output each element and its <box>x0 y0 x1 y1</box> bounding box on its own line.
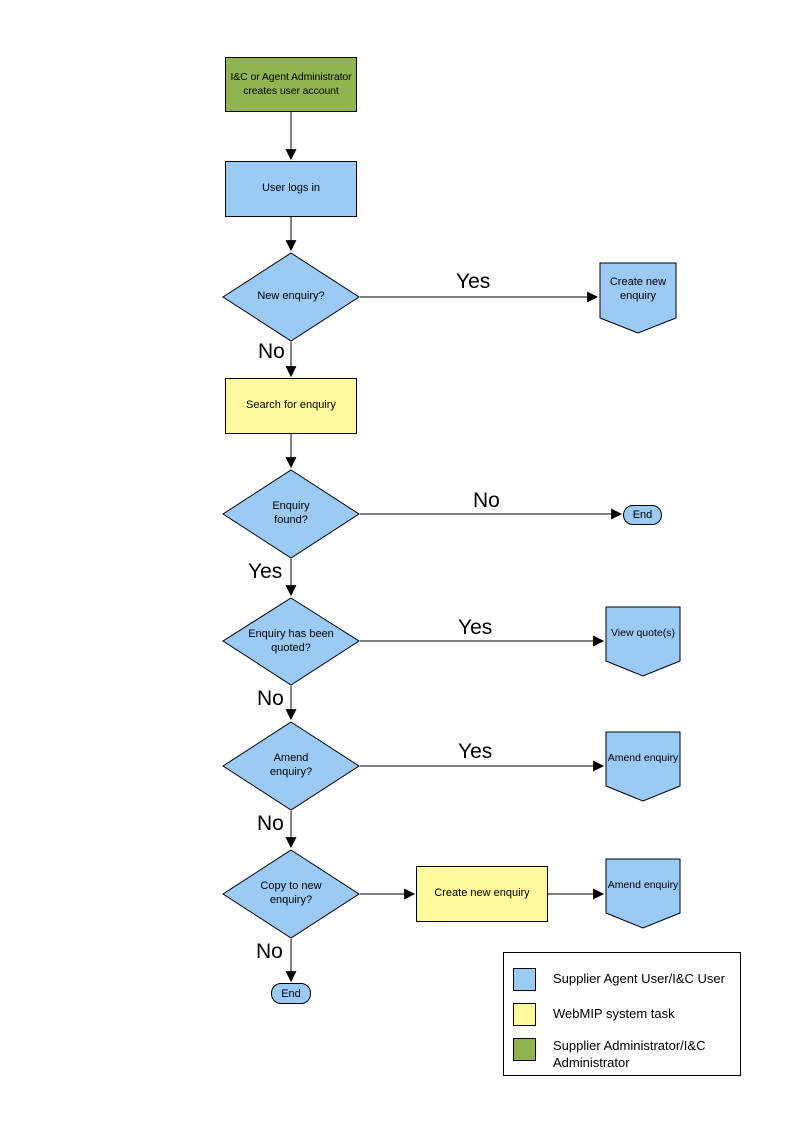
legend-label: WebMIP system task <box>553 1006 675 1022</box>
end-label: End <box>281 987 301 1000</box>
decision-label: New enquiry? <box>257 290 325 303</box>
process-user-logs-in: User logs in <box>225 161 357 217</box>
legend-label: Supplier Administrator/I&C Administrator <box>553 1038 706 1070</box>
process-label: Create new enquiry <box>434 887 530 900</box>
diamond-shape <box>222 469 360 559</box>
process-label: User logs in <box>261 182 321 195</box>
process-admin-creates-account: I&C or Agent Administrator creates user … <box>225 57 357 112</box>
end-terminator-bottom: End <box>271 983 311 1004</box>
terminal-label: Amend enquiry <box>607 879 679 892</box>
edge-label-no: No <box>258 340 285 363</box>
legend-item-system: WebMIP system task <box>513 1003 735 1026</box>
decision-amend-enquiry: Amend enquiry? <box>222 721 360 811</box>
terminal-label: View quote(s) <box>610 627 675 640</box>
legend-swatch-system <box>513 1003 536 1026</box>
terminal-view-quotes: View quote(s) <box>605 606 681 677</box>
decision-enquiry-quoted: Enquiry has been quoted? <box>222 597 360 686</box>
decision-label: Enquiry has been quoted? <box>248 627 334 654</box>
legend-label: Supplier Agent User/I&C User <box>553 971 725 987</box>
process-label: Search for enquiry <box>246 399 336 412</box>
diamond-shape <box>222 252 360 342</box>
decision-label: Enquiry found? <box>272 500 310 526</box>
legend: Supplier Agent User/I&C User WebMIP syst… <box>503 952 741 1076</box>
terminal-label: Create new enquiry <box>609 276 667 303</box>
edge-label-no: No <box>256 940 283 963</box>
pentagon-shape <box>605 858 681 929</box>
process-label: I&C or Agent Administrator creates user … <box>230 71 352 97</box>
decision-copy-to-new: Copy to new enquiry? <box>222 849 360 939</box>
process-search-for-enquiry: Search for enquiry <box>225 378 357 434</box>
pentagon-shape <box>605 606 681 677</box>
decision-label: Amend enquiry? <box>269 752 313 778</box>
legend-item-user: Supplier Agent User/I&C User <box>513 968 735 991</box>
terminal-amend-enquiry-1: Amend enquiry <box>605 731 681 802</box>
diamond-shape <box>222 849 360 939</box>
diamond-shape <box>222 597 360 686</box>
decision-label: Copy to new enquiry? <box>260 880 322 906</box>
edge-label-no: No <box>257 812 284 835</box>
edge-label-no: No <box>257 687 284 710</box>
decision-enquiry-found: Enquiry found? <box>222 469 360 559</box>
end-label: End <box>632 509 653 521</box>
decision-new-enquiry: New enquiry? <box>222 252 360 342</box>
terminal-label: Amend enquiry <box>607 752 679 765</box>
edge-label-no: No <box>473 489 500 512</box>
pentagon-shape <box>599 262 677 334</box>
edge-label-yes: Yes <box>456 270 491 293</box>
edge-label-yes: Yes <box>458 616 493 639</box>
legend-swatch-admin <box>513 1038 536 1061</box>
legend-swatch-user <box>513 968 536 991</box>
diamond-shape <box>222 721 360 811</box>
terminal-amend-enquiry-2: Amend enquiry <box>605 858 681 929</box>
end-terminator-top: End <box>623 505 662 525</box>
process-create-new-enquiry: Create new enquiry <box>416 866 548 922</box>
pentagon-shape <box>605 731 681 802</box>
legend-item-admin: Supplier Administrator/I&C Administrator <box>513 1038 735 1072</box>
edge-label-yes: Yes <box>458 740 493 763</box>
terminal-create-new-enquiry: Create new enquiry <box>599 262 677 334</box>
edge-label-yes: Yes <box>248 560 283 583</box>
